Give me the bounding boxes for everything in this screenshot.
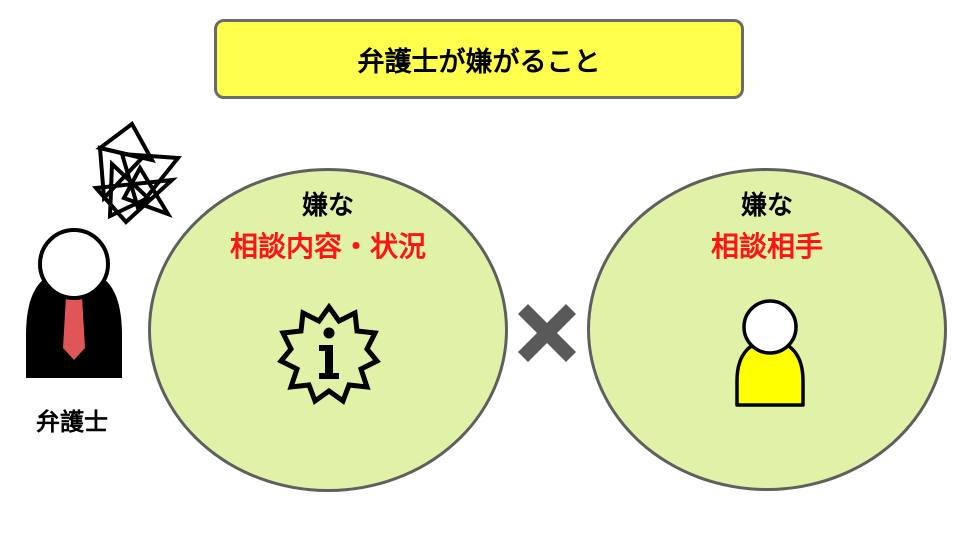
bad-consultation-partner-circle: 嫌な 相談相手 (587, 168, 947, 491)
title-banner: 弁護士が嫌がること (214, 19, 744, 99)
scribble-stress-icon (91, 121, 182, 225)
person-icon (735, 299, 805, 407)
multiply-icon (518, 304, 576, 362)
info-badge-icon (277, 302, 381, 405)
bad-consultation-content-circle: 嫌な 相談内容・状況 (148, 168, 508, 492)
circle-label-top: 嫌な (301, 191, 354, 221)
lawyer-label: 弁護士 (36, 408, 108, 436)
title-text: 弁護士が嫌がること (357, 46, 601, 78)
circle-label-main: 相談内容・状況 (229, 230, 426, 263)
circle-label-top: 嫌な (740, 191, 793, 221)
lawyer-figure-icon (26, 228, 122, 378)
circle-label-main: 相談相手 (710, 230, 823, 263)
